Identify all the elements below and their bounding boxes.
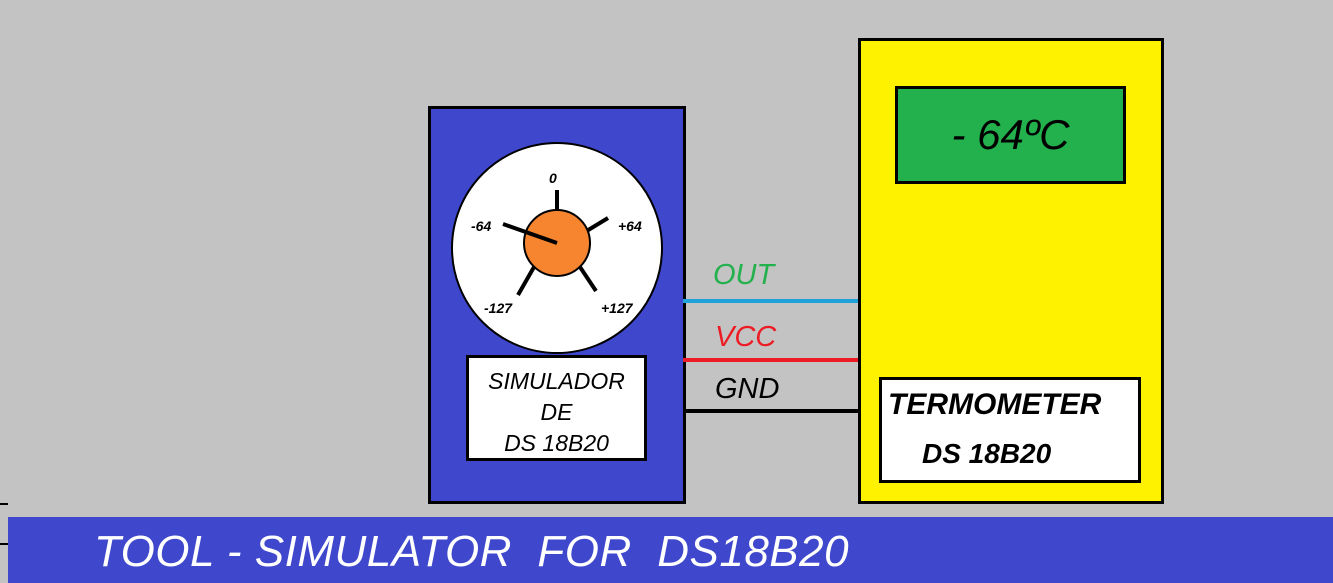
banner-title: TOOL - SIMULATOR FOR DS18B20 [94, 527, 850, 576]
simulator-label-line: SIMULADOR [488, 368, 625, 394]
simulator-label-line: DS 18B20 [504, 430, 609, 456]
edge-line [0, 503, 8, 505]
thermometer-label-line: TERMOMETER [888, 388, 1102, 421]
wire-gnd [683, 409, 859, 413]
dial-pointer [502, 222, 558, 245]
title-banner: TOOL - SIMULATOR FOR DS18B20 [8, 517, 1333, 583]
simulator-label-line: DE [540, 399, 573, 425]
thermometer-label-line: DS 18B20 [922, 438, 1052, 469]
wire-vcc-label: VCC [715, 321, 777, 353]
wire-vcc [683, 358, 859, 362]
dial-tick-label-plus127: +127 [601, 300, 634, 316]
wire-out [683, 299, 859, 303]
dial-tick-label-minus64: -64 [471, 218, 491, 234]
dial-tick-label-0: 0 [549, 170, 557, 186]
simulator-label: SIMULADOR DE DS 18B20 [466, 355, 647, 461]
dial-tick-plus127 [578, 265, 598, 293]
wire-out-label: OUT [713, 259, 775, 291]
dial-tick-label-minus127: -127 [484, 300, 513, 316]
dial-tick-minus127 [516, 266, 536, 296]
wire-gnd-label: GND [715, 373, 780, 405]
edge-line [0, 543, 8, 545]
temperature-display: - 64ºC [895, 86, 1126, 184]
dial-tick-label-plus64: +64 [618, 218, 642, 234]
dial-tick-plus64 [583, 216, 610, 234]
thermometer-label: TERMOMETER DS 18B20 [879, 377, 1141, 483]
